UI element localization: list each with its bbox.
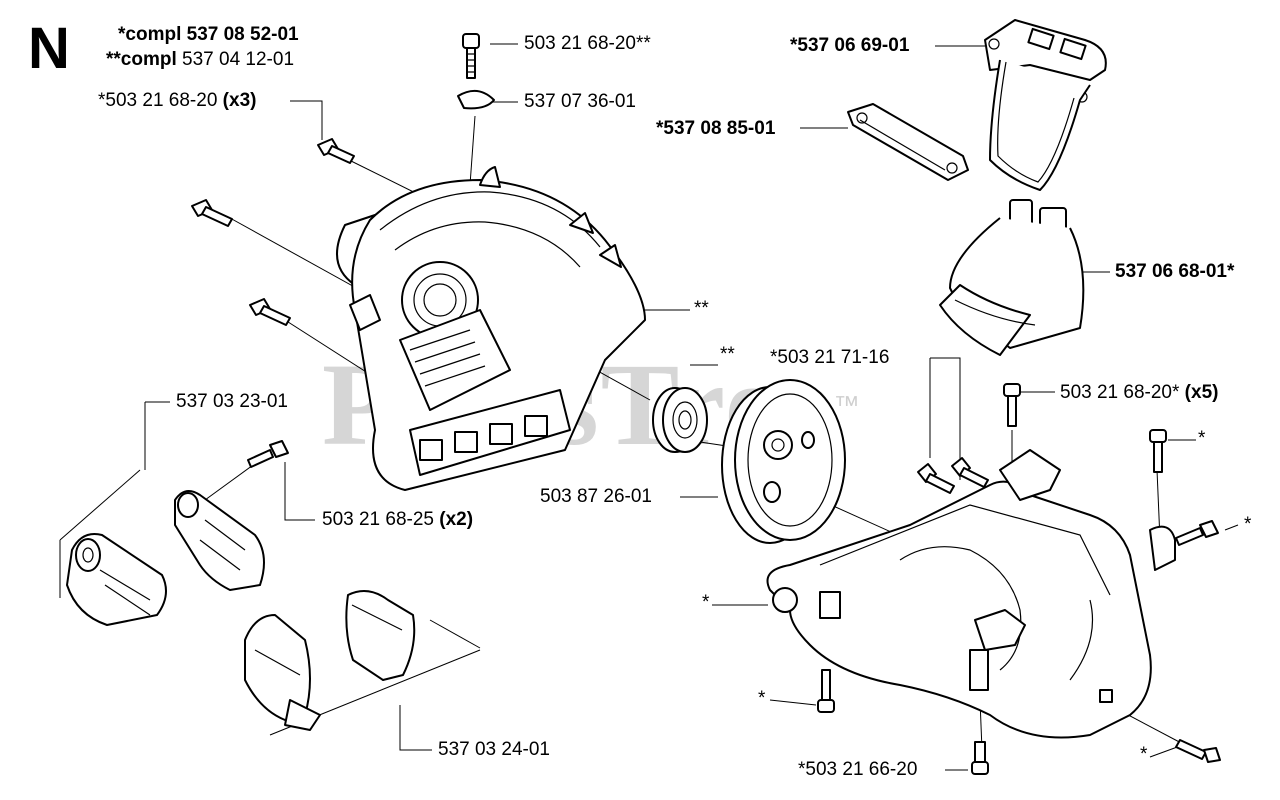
screw-low-left — [817, 669, 835, 713]
cover-screw-1 — [317, 138, 355, 164]
callout-part-number: 537 03 24-01 — [438, 739, 550, 760]
screw-pair-a — [917, 463, 955, 494]
callout-part-number: *503 21 66-20 — [798, 759, 918, 780]
callout-qty: (x2) — [439, 509, 474, 530]
callout-insulator[interactable]: 537 06 68-01* — [1115, 261, 1234, 283]
clutch-drum-part — [721, 379, 846, 544]
callout-qty: (x5) — [1184, 382, 1219, 403]
cover-screw-2 — [191, 199, 233, 227]
cover-screw-3 — [249, 298, 291, 326]
callout-part-number: * — [1198, 428, 1206, 449]
kit-note-double-prefix: **compl — [106, 49, 177, 70]
callout-screw-pair[interactable]: *503 21 71-16 — [770, 347, 889, 369]
callout-part-number: 503 21 68-25 — [322, 509, 434, 530]
callout-part-number: * — [1140, 744, 1148, 765]
fan-housing — [336, 166, 646, 491]
callout-part-number: *503 21 68-20 — [98, 90, 218, 111]
callout-screw-cover[interactable]: *503 21 68-20 (x3) — [98, 90, 256, 112]
screw-bottom-center — [971, 741, 989, 775]
callout-bearing-mark[interactable]: ** — [720, 344, 735, 366]
bearing-part — [652, 387, 708, 453]
kit-note-double-number: 537 04 12-01 — [182, 49, 295, 70]
screw-vertical-side — [1149, 429, 1167, 473]
callout-gasket-frame[interactable]: *537 06 69-01 — [790, 35, 909, 57]
callout-part-number: ** — [720, 344, 735, 365]
section-letter: N — [28, 16, 70, 81]
callout-part-number: * — [1244, 514, 1252, 535]
callout-top-screw-mark[interactable]: * — [1244, 514, 1251, 536]
callout-part-number: 537 06 68-01* — [1115, 261, 1235, 282]
circlip-part — [457, 89, 495, 110]
callout-part-number: ** — [694, 298, 709, 319]
callout-gasket-plate[interactable]: *537 08 85-01 — [656, 118, 775, 140]
callout-crankcase-mark[interactable]: * — [702, 592, 709, 614]
gasket-plate-part — [847, 103, 969, 181]
callout-screw-x2[interactable]: 503 21 68-25 (x2) — [322, 509, 473, 531]
callout-low-screw-mark[interactable]: * — [758, 688, 765, 710]
clamp-assembly-part — [66, 490, 265, 626]
callout-part-number: * — [702, 592, 710, 613]
screw-bottom-right — [1175, 739, 1221, 763]
callout-screw-bottom[interactable]: *503 21 66-20 — [798, 759, 917, 781]
insulator-part — [939, 199, 1085, 356]
kit-note-single: *compl 537 08 52-01 — [118, 24, 299, 46]
callout-liner[interactable]: 537 03 24-01 — [438, 739, 550, 761]
kit-note-single-number: 537 08 52-01 — [186, 24, 299, 45]
callout-part-number: 503 21 68-20** — [524, 33, 651, 54]
callout-part-number: * — [758, 688, 766, 709]
callout-part-number: 503 87 26-01 — [540, 486, 652, 507]
callout-part-number: *503 21 71-16 — [770, 347, 890, 368]
kit-note-single-prefix: *compl — [118, 24, 182, 45]
clamp-screw-1 — [247, 440, 289, 468]
callout-part-number: *537 06 69-01 — [790, 35, 910, 56]
liner-part — [244, 590, 416, 731]
callout-housing-mark[interactable]: ** — [694, 298, 709, 320]
callout-screw-top[interactable]: 503 21 68-20** — [524, 33, 651, 55]
screw-vertical-top — [1003, 383, 1021, 427]
callout-part-number: 537 03 23-01 — [176, 391, 288, 412]
callout-part-number: *537 08 85-01 — [656, 118, 776, 139]
callout-side-screw-mark[interactable]: * — [1198, 428, 1205, 450]
callout-clutch-drum[interactable]: 503 87 26-01 — [540, 486, 652, 508]
callout-screw-x5[interactable]: 503 21 68-20* (x5) — [1060, 382, 1218, 404]
trademark-symbol: ™ — [833, 390, 862, 420]
crankcase-screws — [817, 383, 1221, 775]
callout-part-number: 537 07 36-01 — [524, 91, 636, 112]
callout-part-number: 503 21 68-20* — [1060, 382, 1180, 403]
crankcase-part — [766, 449, 1176, 739]
callout-circlip[interactable]: 537 07 36-01 — [524, 91, 636, 113]
kit-note-double: **compl 537 04 12-01 — [106, 49, 294, 71]
callout-clamp-assy[interactable]: 537 03 23-01 — [176, 391, 288, 413]
callout-bottom-right-mark[interactable]: * — [1140, 744, 1147, 766]
screw-side-right — [1175, 520, 1219, 546]
top-screw — [462, 33, 480, 79]
callout-qty: (x3) — [222, 90, 257, 111]
screw-pair-b — [951, 457, 989, 488]
gasket-frame-part — [984, 19, 1107, 191]
